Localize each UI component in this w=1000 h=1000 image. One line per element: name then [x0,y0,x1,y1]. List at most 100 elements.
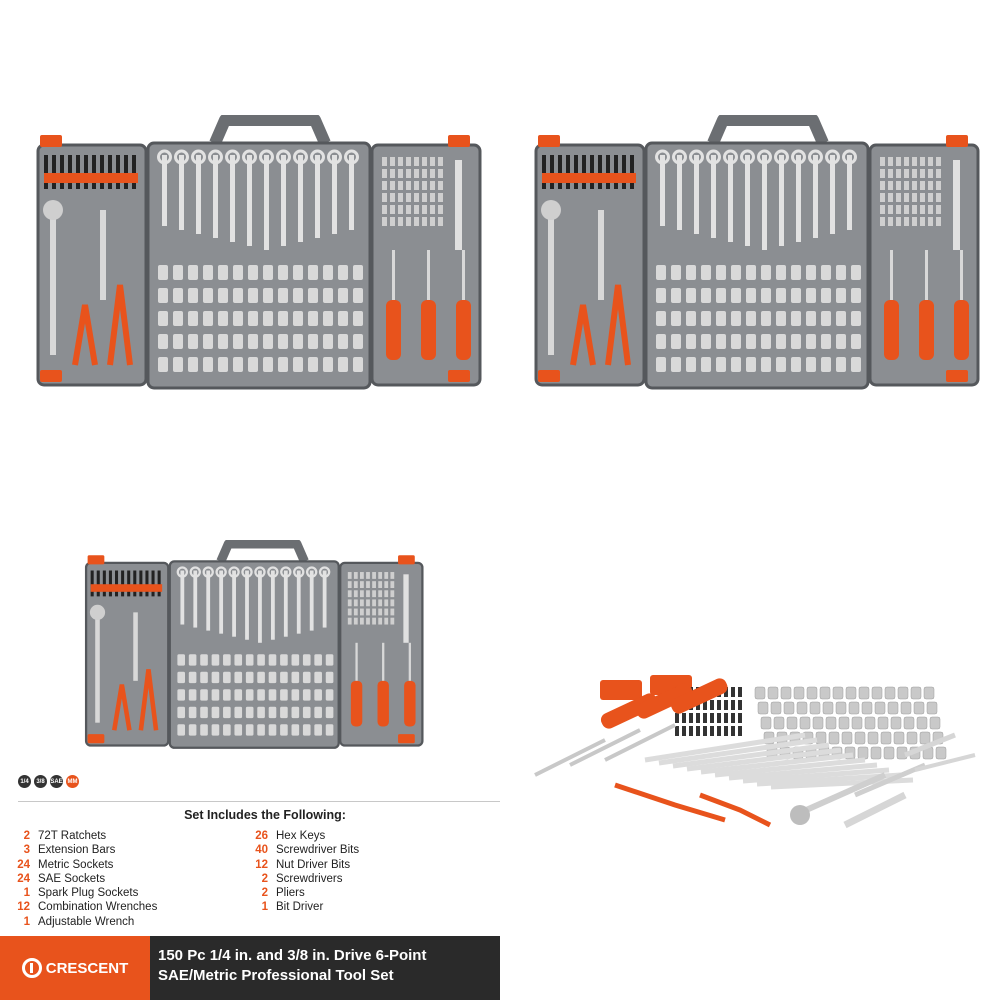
wrench [298,155,303,242]
bit [390,590,395,598]
socket [353,311,363,326]
wrench [247,155,252,246]
bit [382,217,387,226]
socket [757,701,769,715]
socket [353,357,363,372]
pliers [107,284,133,366]
bit [378,572,383,579]
socket [760,716,772,730]
wrench-end [327,149,342,165]
socket [263,311,273,326]
socket [836,357,846,372]
bit [390,169,395,178]
bit [398,169,403,178]
socket [173,288,183,303]
wrench-end [208,149,223,165]
bit [689,713,693,723]
bit [353,608,358,616]
socket [203,265,213,280]
socket [211,706,220,719]
bit [920,217,925,226]
bit [382,181,387,190]
bit [382,157,387,166]
socket [211,654,220,666]
socket [746,288,756,303]
bit [703,726,707,736]
socket [158,265,168,280]
socket [809,701,821,715]
socket [671,311,681,326]
bit [710,713,714,723]
screwdriver-handle [350,680,363,727]
socket [851,265,861,280]
socket [248,311,258,326]
bit [390,599,395,607]
bit [928,217,933,226]
socket [234,654,243,666]
bit [904,157,909,166]
bit [360,608,364,616]
hex-key [630,155,634,189]
bit [936,205,941,214]
socket [701,288,711,303]
wrench [779,155,784,246]
socket [245,689,254,701]
wrench [644,732,806,763]
socket [851,288,861,303]
socket [338,265,348,280]
bit [422,193,427,202]
bit [422,217,427,226]
hex-key [139,570,143,597]
bit [406,157,411,166]
socket [158,357,168,372]
bit [904,217,909,226]
socket [188,671,197,684]
socket [919,731,931,745]
wrench [315,155,320,238]
bit [696,713,700,723]
hex-key [606,155,610,189]
wrench [296,570,301,634]
hex-key [96,570,100,597]
bit [912,169,917,178]
socket [806,334,816,349]
socket [188,706,197,719]
screwdriver-shaft [534,738,606,777]
socket [857,746,869,760]
ratchet [793,772,887,818]
bit [896,205,901,214]
hex-key-holder [90,584,163,592]
wrench-end [225,149,240,165]
socket [903,716,915,730]
socket [248,357,258,372]
case-latch [448,370,470,382]
socket [656,357,666,372]
bit [920,205,925,214]
socket [325,706,334,719]
socket [323,265,333,280]
hex-key [68,155,72,189]
bit [912,181,917,190]
bit [347,617,352,625]
socket [158,288,168,303]
socket [822,701,834,715]
case-latch [398,555,415,565]
case-latch [87,734,105,744]
socket [716,265,726,280]
wrench-end [318,566,331,578]
socket [173,265,183,280]
pliers [570,304,596,366]
socket [656,311,666,326]
bit [717,726,721,736]
bit [731,700,735,710]
bit [372,617,376,625]
bit [422,169,427,178]
bit [682,713,686,723]
socket [245,654,254,666]
bit [378,599,383,607]
socket [248,265,258,280]
socket [815,731,827,745]
